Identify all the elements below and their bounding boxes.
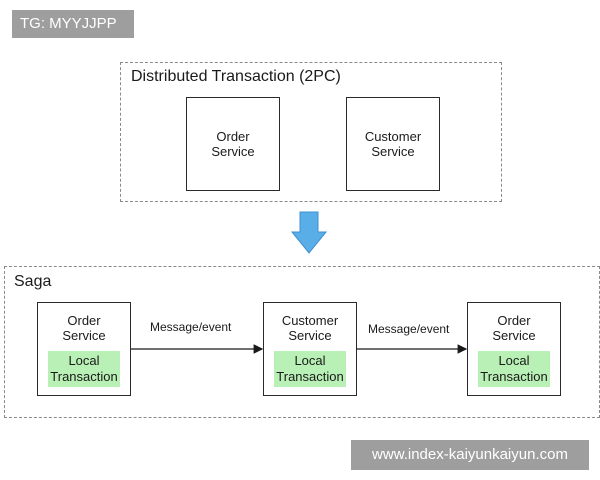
saga-local-transaction-1: Local Transaction (48, 351, 120, 387)
saga-order-service-label-2: Order Service (492, 313, 536, 343)
saga-order-service-box: Order Service Local Transaction (37, 302, 131, 396)
two-pc-customer-service-box: Customer Service (346, 97, 440, 191)
saga-customer-service-box: Customer Service Local Transaction (263, 302, 357, 396)
saga-edge-label-2: Message/event (368, 322, 450, 336)
watermark-tg: TG: MYYJJPP (12, 10, 134, 38)
saga-customer-service-label: Customer Service (281, 313, 339, 343)
saga-order-service-box-2: Order Service Local Transaction (467, 302, 561, 396)
saga-title: Saga (14, 273, 52, 290)
transition-down-arrow (290, 211, 328, 254)
two-pc-order-service-label: Order Service (211, 129, 255, 159)
saga-order-service-label: Order Service (62, 313, 106, 343)
saga-local-transaction-3: Local Transaction (478, 351, 550, 387)
saga-edge-label-1: Message/event (150, 320, 232, 334)
two-pc-customer-service-label: Customer Service (364, 129, 422, 159)
two-pc-title: Distributed Transaction (2PC) (131, 68, 341, 85)
two-pc-order-service-box: Order Service (186, 97, 280, 191)
watermark-url: www.index-kaiyunkaiyun.com (351, 440, 589, 470)
saga-local-transaction-2: Local Transaction (274, 351, 346, 387)
